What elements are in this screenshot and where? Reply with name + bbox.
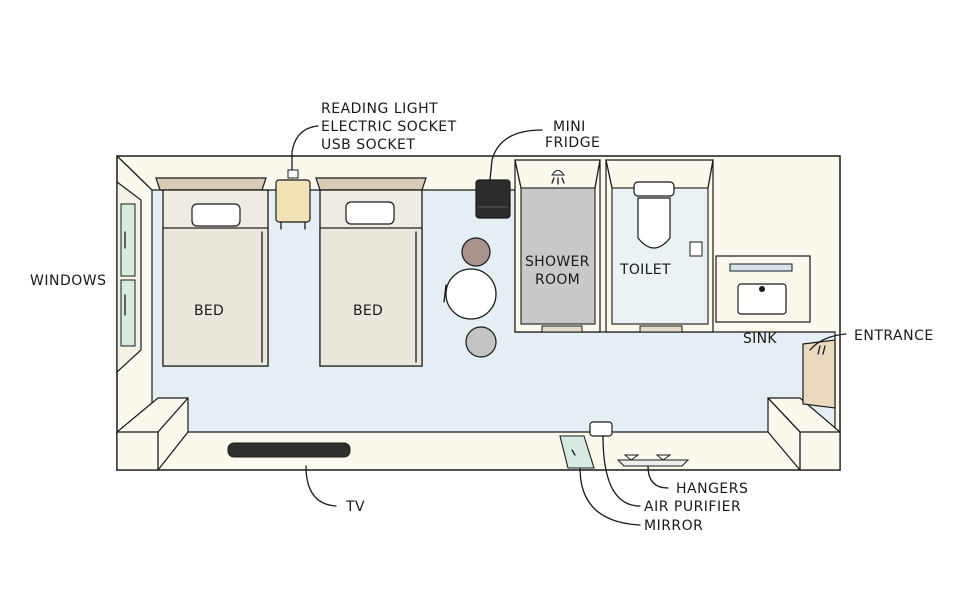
socket-panel [287, 169, 299, 179]
label-entrance: ENTRANCE [854, 328, 934, 344]
label-usb-socket: USB SOCKET [321, 137, 415, 153]
sink-basin [737, 283, 787, 315]
stool-bottom [465, 326, 497, 358]
label-mirror: MIRROR [644, 518, 703, 534]
nightstand [275, 169, 311, 230]
table-set [443, 237, 497, 358]
toilet-mat [639, 325, 683, 333]
bed-left [155, 177, 269, 367]
mini-fridge [475, 179, 511, 219]
windows-element [116, 180, 142, 374]
round-table [445, 268, 497, 320]
pillow-left [191, 203, 241, 227]
label-bed-left: BED [194, 303, 224, 319]
label-mini: MINI [553, 119, 586, 135]
shower-head-icon [551, 170, 565, 185]
label-windows: WINDOWS [30, 273, 106, 289]
bed-right [315, 177, 427, 367]
air-purifier [589, 421, 613, 437]
hangers [616, 454, 690, 467]
mirror [559, 435, 595, 469]
headboard-left [155, 177, 267, 191]
stool-top [461, 237, 491, 267]
label-toilet: TOILET [619, 262, 671, 278]
sink-shelf [729, 263, 793, 272]
toilet-room [605, 159, 714, 333]
label-reading-light: READING LIGHT [321, 101, 438, 117]
label-hangers: HANGERS [676, 481, 748, 497]
label-sink: SINK [743, 331, 777, 347]
label-room: ROOM [535, 272, 580, 288]
leader-lines [291, 125, 847, 526]
label-fridge: FRIDGE [545, 135, 600, 151]
tv [227, 442, 351, 458]
label-electric-socket: ELECTRIC SOCKET [321, 119, 457, 135]
entrance-door [802, 339, 836, 409]
toilet-paper-holder [689, 241, 703, 257]
corner-cabinet-left [116, 397, 189, 471]
shower-room [514, 159, 601, 333]
sink-area [715, 255, 811, 323]
label-air-purifier: AIR PURIFIER [644, 499, 741, 515]
label-shower: SHOWER [525, 254, 590, 270]
corner-cabinet-right [767, 397, 841, 471]
shower-mat [541, 325, 583, 333]
toilet-icon [633, 181, 675, 249]
label-tv: TV [345, 499, 365, 515]
label-bed-right: BED [353, 303, 383, 319]
pillow-right [345, 201, 395, 225]
headboard-right [315, 177, 427, 191]
